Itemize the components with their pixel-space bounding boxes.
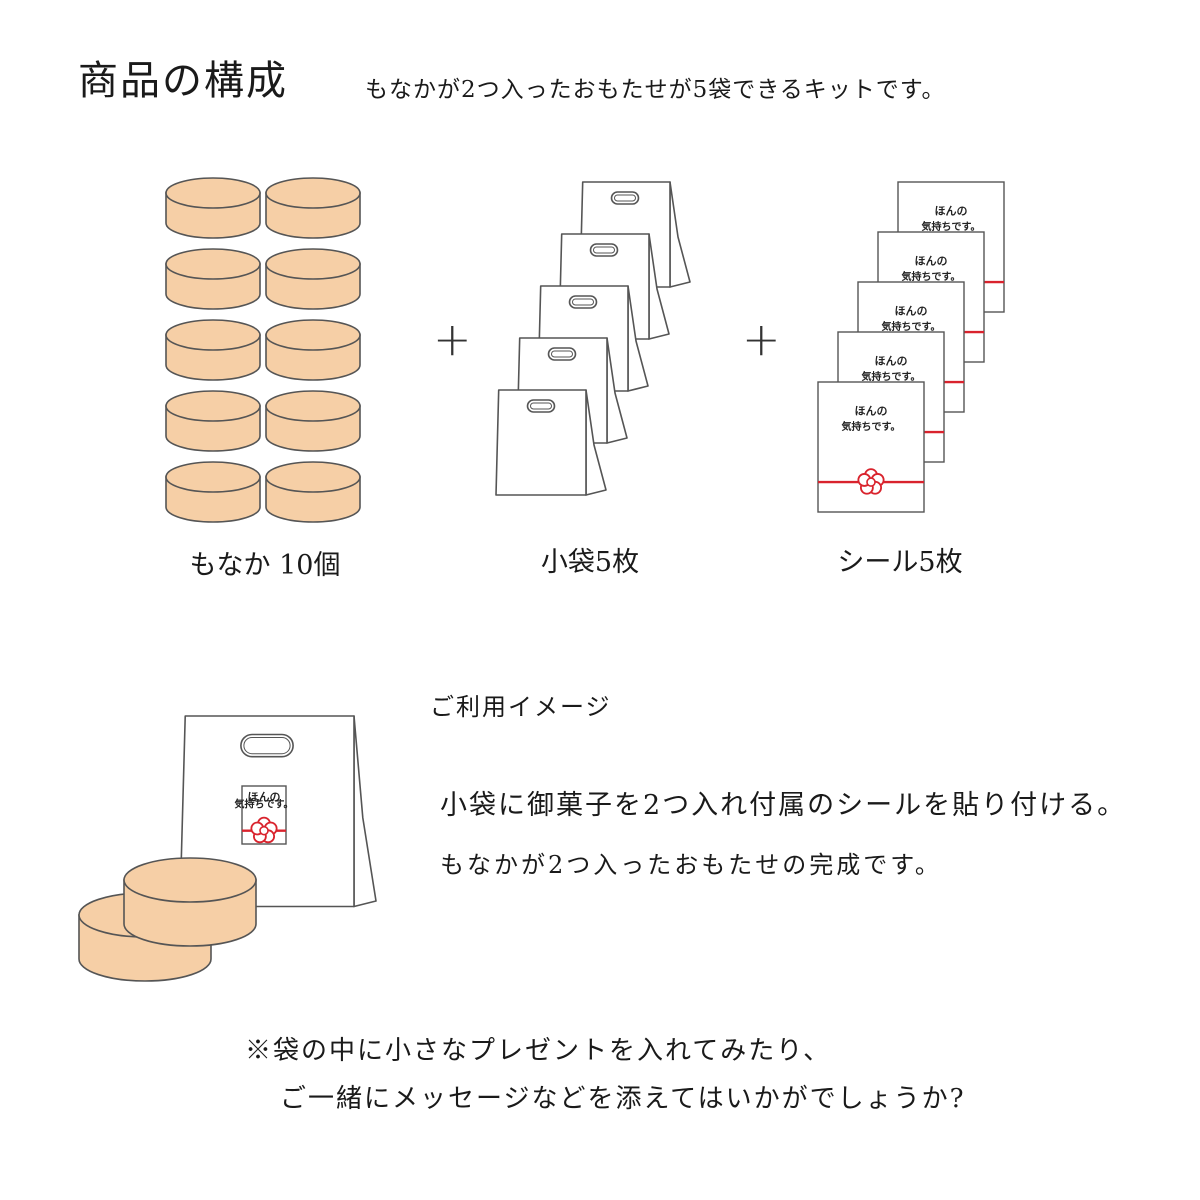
plus-symbol: + — [742, 312, 781, 366]
monaka-illustration — [165, 177, 361, 523]
monaka-piece — [123, 857, 257, 947]
seal-text-line-2: 気持ちです。 — [921, 220, 981, 233]
monaka-piece — [265, 177, 361, 239]
caption-monaka: もなか 10個 — [189, 550, 341, 581]
seal-text-line-1: ほんの — [915, 255, 948, 268]
monaka-piece — [165, 461, 261, 523]
seal-text-line-1: ほんの — [248, 791, 281, 804]
bag-stack-illustration — [495, 181, 691, 496]
seal-text-line-2: 気持ちです。 — [861, 370, 921, 383]
monaka-piece — [165, 177, 261, 239]
mizuhiki-knot-icon — [857, 468, 885, 495]
seal-text-line-1: ほんの — [855, 405, 888, 418]
note-line-2: ご一緒にメッセージなどを添えてはいかがでしょうか? — [280, 1084, 966, 1114]
caption-bags: 小袋5枚 — [540, 547, 640, 578]
caption-seals: シール5枚 — [837, 547, 963, 578]
usage-label: ご利用イメージ — [430, 693, 612, 721]
page-title: 商品の構成 — [78, 58, 288, 104]
usage-instruction: 小袋に御菓子を2つ入れ付属のシールを貼り付ける。 — [440, 790, 1127, 821]
monaka-piece — [265, 319, 361, 381]
usage-result: もなかが2つ入ったおもたせの完成です。 — [440, 851, 942, 879]
monaka-piece — [265, 248, 361, 310]
monaka-piece — [165, 319, 261, 381]
monaka-piece — [265, 390, 361, 452]
seal-text-line-1: ほんの — [875, 355, 908, 368]
seal-text-line-2: 気持ちです。 — [234, 797, 294, 810]
seal-text-line-1: ほんの — [895, 305, 928, 318]
bag — [495, 389, 607, 496]
seal-text-line-2: 気持ちです。 — [841, 420, 901, 433]
seal-text-line-2: 気持ちです。 — [881, 320, 941, 333]
bag-handle-icon — [526, 399, 556, 413]
bag-handle-icon — [589, 243, 619, 257]
monaka-piece — [165, 248, 261, 310]
plus-symbol: + — [433, 312, 472, 366]
seal-text-line-2: 気持ちです。 — [901, 270, 961, 283]
bag-handle-icon — [568, 295, 598, 309]
bag-handle-icon — [610, 191, 640, 205]
page-subtitle: もなかが2つ入ったおもたせが5袋できるキットです。 — [365, 77, 946, 103]
monaka-piece — [265, 461, 361, 523]
seal-stack-illustration: ほんの気持ちです。ほんの気持ちです。ほんの気持ちです。ほんの気持ちです。ほんの気… — [817, 181, 1005, 513]
seal-text-line-1: ほんの — [935, 205, 968, 218]
monaka-piece — [165, 390, 261, 452]
bag-handle-icon — [240, 733, 294, 758]
mizuhiki-knot-icon — [250, 816, 278, 844]
bag-handle-icon — [547, 347, 577, 361]
note-line-1: ※袋の中に小さなプレゼントを入れてみたり、 — [245, 1036, 832, 1066]
